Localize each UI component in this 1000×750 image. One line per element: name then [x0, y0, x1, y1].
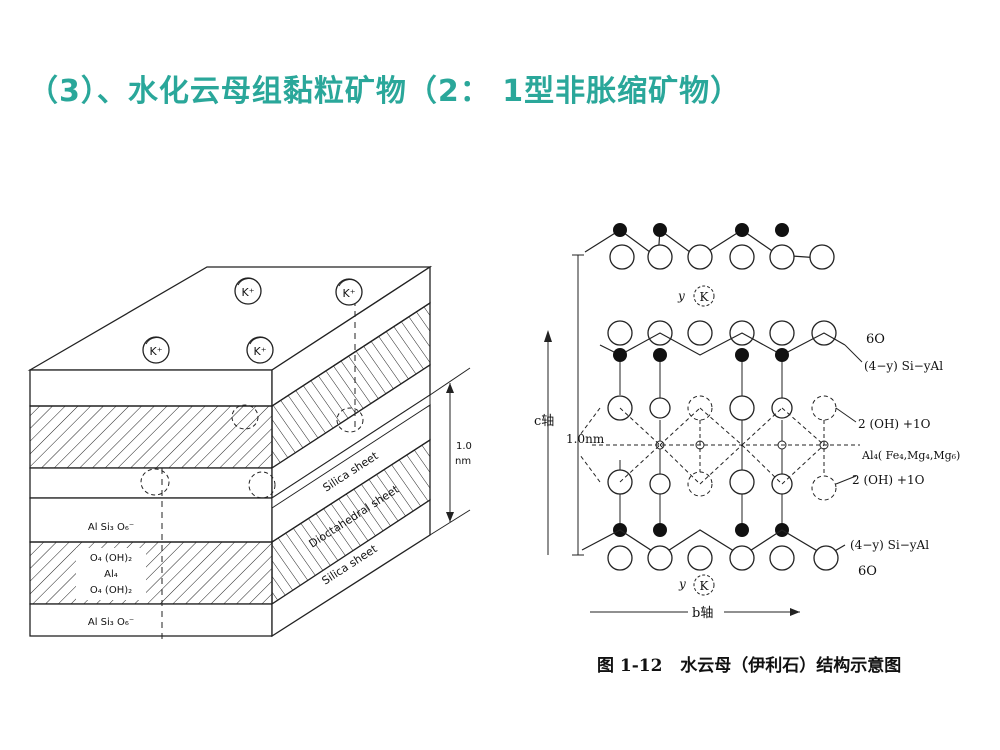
- spacing-label-2: nm: [455, 456, 471, 467]
- yk-top-y: y: [677, 289, 685, 303]
- label-si-bottom: (4−y) Si−yAl: [850, 538, 929, 552]
- label-6o-top: 6O: [866, 332, 885, 347]
- label-oct-1: O₄ (OH)₂: [90, 553, 132, 564]
- spacing-label-1: 1.0: [456, 441, 472, 452]
- upper-silica-bottom-front: [29, 467, 273, 499]
- b-axis-label: b轴: [692, 606, 713, 621]
- lower-tetra-front: [29, 497, 273, 543]
- spacing-label: 1.0nm: [566, 432, 605, 446]
- k-ion: K⁺: [234, 277, 262, 305]
- yk-bottom-k: K: [700, 579, 710, 593]
- svg-text:K⁺: K⁺: [149, 345, 162, 358]
- label-oh-top: 2 (OH) +1O: [858, 417, 931, 431]
- yk-top-k: K: [700, 290, 710, 304]
- label-6o-bottom: 6O: [858, 564, 877, 579]
- svg-text:K⁺: K⁺: [342, 287, 355, 300]
- label-top-tetra: Al Si₃ O₆⁻: [88, 522, 134, 533]
- k-ion: K⁺: [142, 336, 170, 364]
- yk-bottom-y: y: [678, 577, 686, 591]
- lower-tetra-bottom-front: [29, 603, 273, 637]
- svg-text:K⁺: K⁺: [241, 286, 254, 299]
- lower-octa-front: [29, 541, 273, 605]
- interlayer-gap: [271, 394, 431, 509]
- figure-caption: 图 1-12 水云母（伊利石）结构示意图: [597, 656, 902, 676]
- c-axis-label: c轴: [534, 414, 554, 429]
- label-oct-2: Al₄: [104, 569, 118, 580]
- k-ion: K⁺: [246, 336, 274, 364]
- label-oh-bottom: 2 (OH) +1O: [852, 473, 925, 487]
- label-al: Al₄( Fe₄,Mg₄,Mg₆): [861, 449, 960, 462]
- label-oct-3: O₄ (OH)₂: [90, 585, 132, 596]
- slide-title: （3）、水化云母组黏粒矿物（2： 1型非胀缩矿物）: [28, 74, 742, 109]
- label-bottom-tetra: Al Si₃ O₆⁻: [88, 617, 134, 628]
- k-ion: K⁺: [335, 278, 363, 306]
- svg-text:K⁺: K⁺: [253, 345, 266, 358]
- label-si-top: (4−y) Si−yAl: [864, 359, 943, 373]
- upper-silica-front: [29, 369, 273, 407]
